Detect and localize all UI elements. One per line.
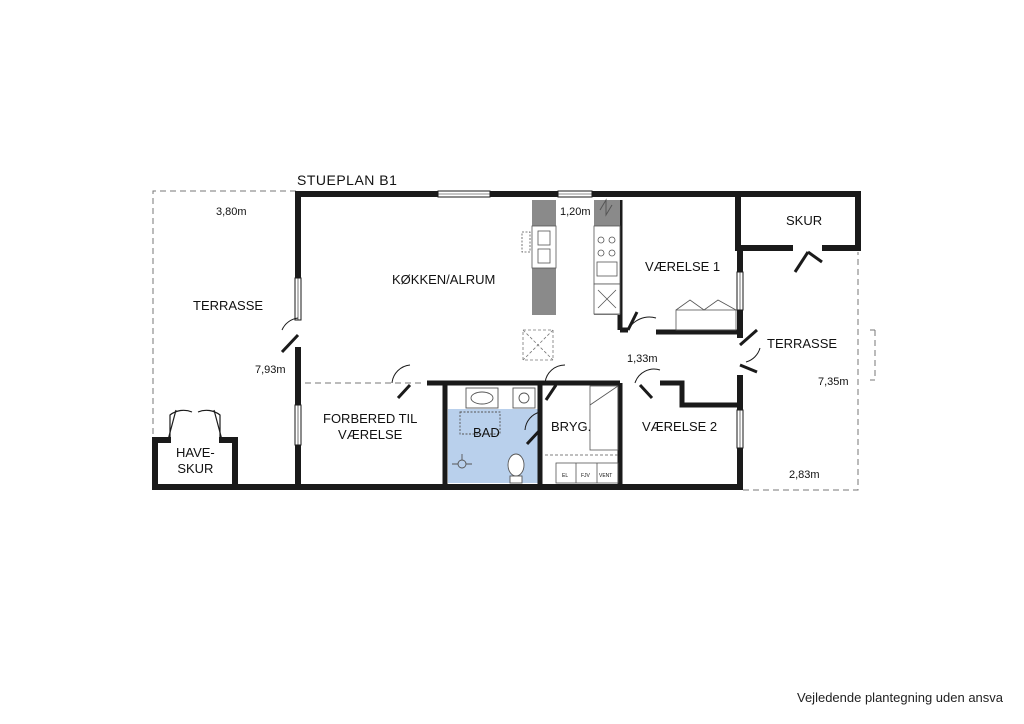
exterior-walls: [152, 191, 861, 490]
appliance-label-fjv: FJV: [581, 473, 590, 479]
prep-room-line2: VÆRELSE: [338, 427, 403, 442]
room-label-shed: SKUR: [786, 213, 823, 228]
doors: [280, 250, 823, 446]
garden-shed-line1: HAVE-: [176, 445, 215, 460]
dim-terrace-left-depth: 7,93m: [255, 364, 286, 376]
plan-title: STUEPLAN B1: [297, 172, 398, 188]
room-label-terrace-left: TERRASSE: [193, 298, 264, 313]
kitchen-fixtures: [521, 198, 618, 309]
dim-terrace-left-width: 3,80m: [216, 206, 247, 218]
dim-terrace-right-width: 2,83m: [789, 469, 820, 481]
ceiling-lamp: [522, 329, 554, 361]
dim-hall: 1,33m: [627, 353, 658, 365]
utility-fixtures: [545, 385, 620, 484]
wardrobe: [675, 299, 737, 331]
room-label-room1: VÆRELSE 1: [645, 259, 721, 274]
appliance-label-el: EL: [562, 473, 569, 479]
room-label-garden-shed: HAVE- SKUR: [176, 445, 215, 477]
room-label-terrace-right: TERRASSE: [767, 336, 838, 351]
kitchen-counters: [531, 200, 621, 315]
footer-disclaimer: Vejledende plantegning uden ansva: [797, 690, 1004, 705]
dim-terrace-right-depth: 7,35m: [818, 376, 849, 388]
garden-shed-line2: SKUR: [177, 461, 214, 476]
bathroom-fixtures: [452, 387, 536, 484]
appliance-label-vent: VENT: [599, 473, 613, 479]
garden-shed-doors: [167, 409, 223, 441]
room-label-utility: BRYG.: [551, 419, 592, 434]
room-label-kitchen: KØKKEN/ALRUM: [392, 272, 496, 287]
bathroom-floor: [448, 409, 538, 483]
terrace-outlines: [152, 190, 876, 491]
room-label-room2: VÆRELSE 2: [642, 419, 718, 434]
room-label-bath: BAD: [473, 425, 500, 440]
prep-room-line1: FORBERED TIL: [323, 411, 418, 426]
room-label-prep-room: FORBERED TIL VÆRELSE: [323, 411, 417, 443]
dim-window-kitchen: 1,20m: [560, 206, 591, 218]
